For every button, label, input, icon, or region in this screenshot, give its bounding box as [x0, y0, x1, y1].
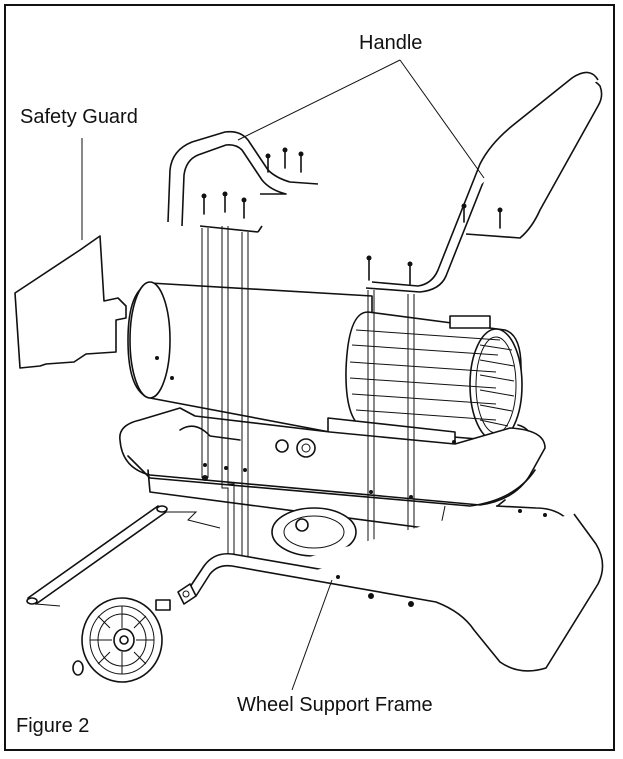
callout-lines [81, 59, 485, 691]
heater-cylinder [127, 281, 373, 441]
screws [201, 147, 503, 285]
fan-housing [345, 311, 533, 442]
front-wheel [72, 597, 171, 683]
wheel-support-frame-part [177, 505, 604, 672]
safety-guard-label: Safety Guard [20, 106, 138, 128]
handle-part [167, 71, 603, 293]
safety-guard-part [14, 235, 127, 369]
rear-wheel [271, 507, 357, 557]
wheel-support-frame-label: Wheel Support Frame [237, 694, 433, 716]
figure-caption: Figure 2 [16, 715, 90, 737]
handle-label: Handle [359, 32, 423, 54]
axle [26, 505, 221, 607]
figure-border [4, 4, 615, 751]
